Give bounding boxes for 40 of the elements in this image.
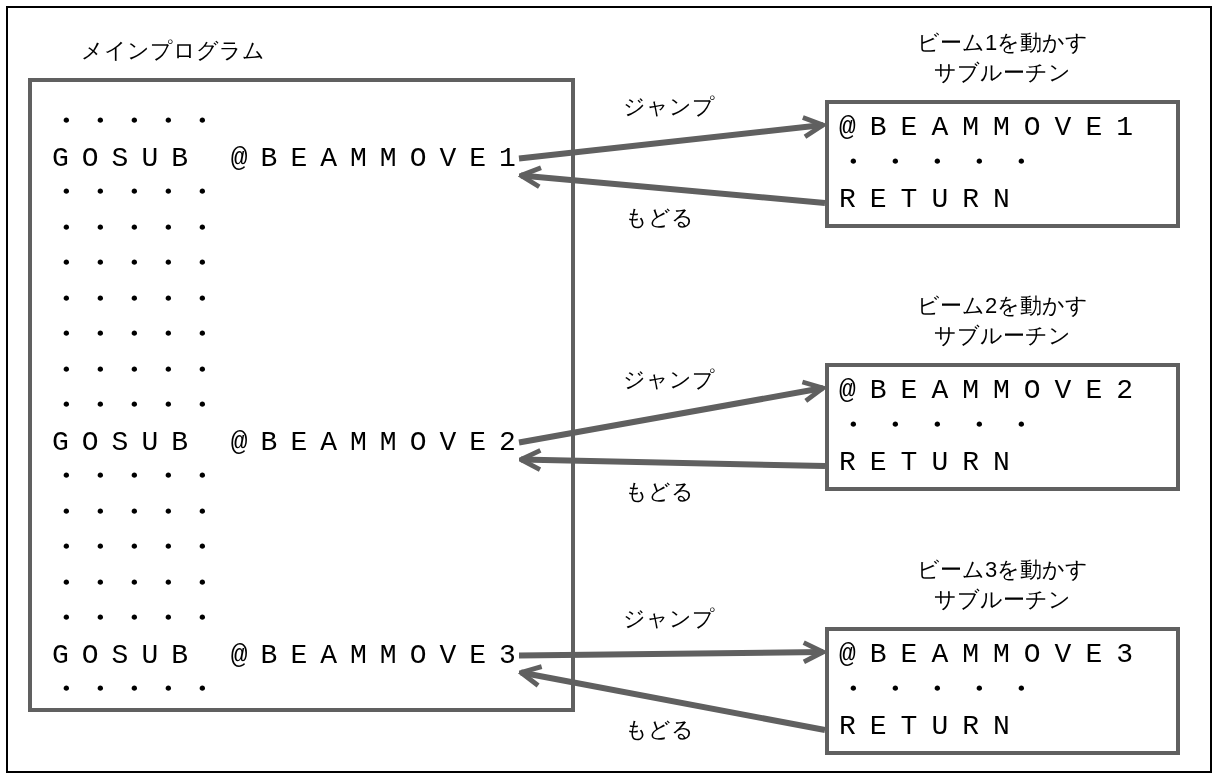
ellipsis-line: ・・・・・ <box>52 534 222 564</box>
code-line: @BEAMMOVE2 <box>839 374 1149 408</box>
box-heading: ビーム3を動かすサブルーチン <box>916 556 1090 614</box>
ellipsis-line: ・・・・・ <box>839 410 1050 444</box>
ellipsis-line: ・・・・・ <box>52 179 222 209</box>
box-heading: ビーム2を動かすサブルーチン <box>916 292 1090 350</box>
arrow <box>518 379 826 446</box>
ellipsis-line: ・・・・・ <box>52 321 222 351</box>
ellipsis-line: ・・・・・ <box>52 250 222 280</box>
ellipsis-line: ・・・・・ <box>52 392 222 422</box>
code-line: GOSUB @BEAMMOVE2 <box>52 427 529 458</box>
subroutine-box <box>825 100 1180 228</box>
arrow <box>518 664 826 733</box>
box-heading: メインプログラム <box>80 37 266 65</box>
ellipsis-line: ・・・・・ <box>52 356 222 387</box>
ellipsis-line: ・・・・・ <box>52 569 222 600</box>
program-box <box>28 78 575 712</box>
arrow <box>518 165 826 206</box>
ellipsis-line: ・・・・・ <box>52 605 222 635</box>
arrow <box>518 640 826 665</box>
ellipsis-line: ・・・・・ <box>52 498 222 529</box>
code-line: @BEAMMOVE3 <box>839 638 1149 672</box>
box-heading: ビーム1を動かすサブルーチン <box>916 29 1090 87</box>
subroutine-box <box>825 363 1180 491</box>
ellipsis-line: ・・・・・ <box>52 676 222 706</box>
code-line: GOSUB @BEAMMOVE1 <box>52 143 529 174</box>
arrow <box>518 115 826 162</box>
ellipsis-line: ・・・・・ <box>839 674 1050 708</box>
code-line: RETURN <box>839 446 1025 480</box>
ellipsis-line: ・・・・・ <box>52 214 222 245</box>
code-line: @BEAMMOVE1 <box>839 111 1149 145</box>
code-line: GOSUB @BEAMMOVE3 <box>52 640 529 671</box>
ellipsis-line: ・・・・・ <box>52 285 222 316</box>
ellipsis-line: ・・・・・ <box>52 108 222 138</box>
subroutine-box <box>825 627 1180 755</box>
code-line: RETURN <box>839 710 1025 744</box>
ellipsis-line: ・・・・・ <box>839 147 1050 181</box>
arrow <box>518 447 826 472</box>
ellipsis-line: ・・・・・ <box>52 463 222 493</box>
code-line: RETURN <box>839 183 1025 217</box>
